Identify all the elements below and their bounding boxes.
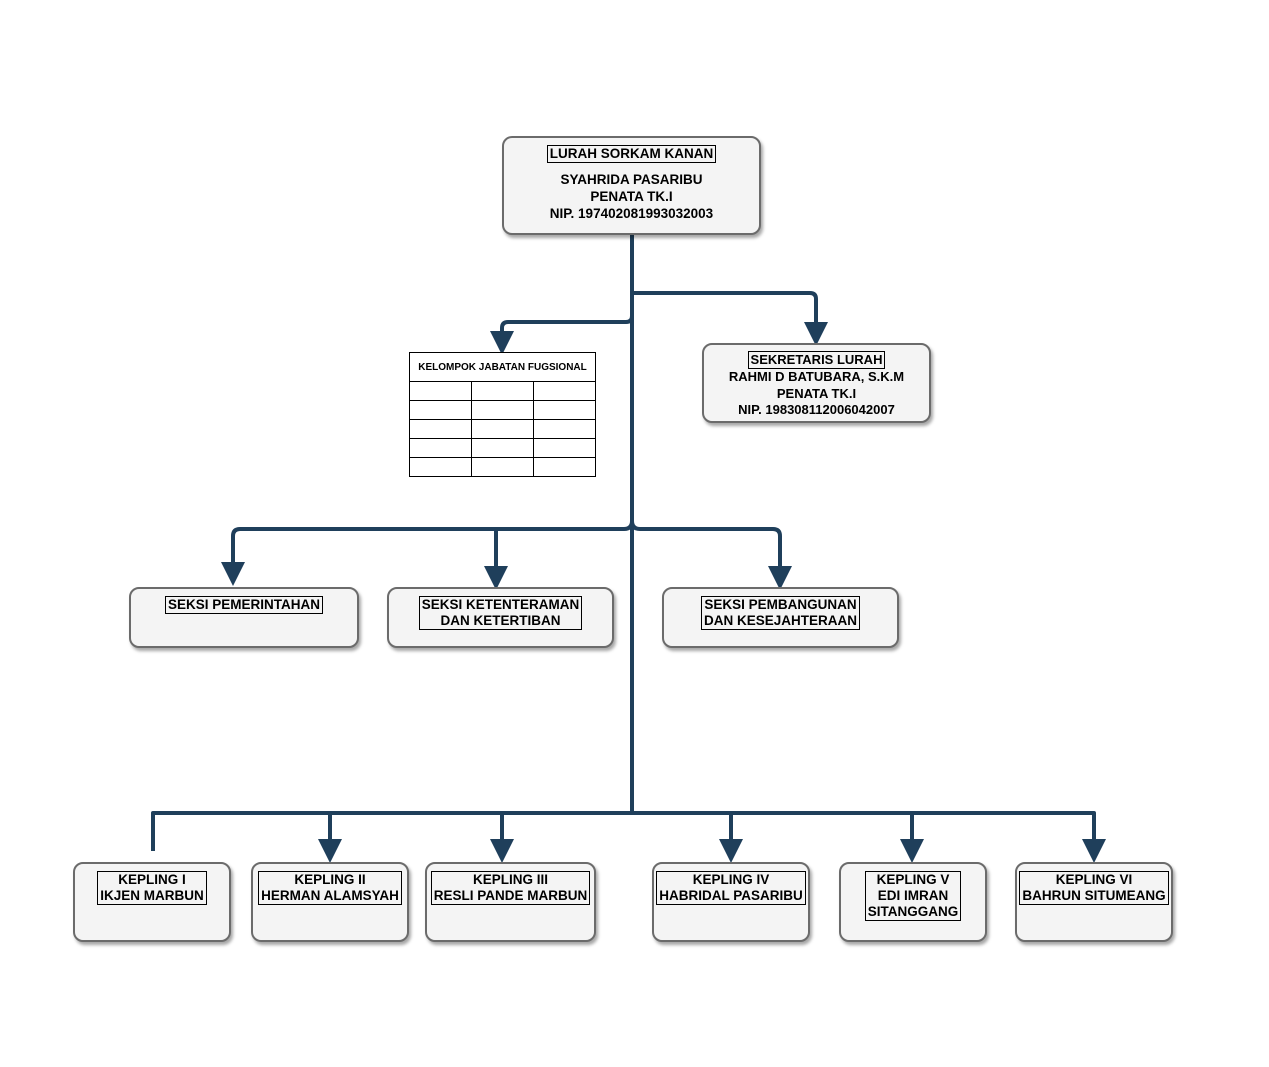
kepling-2-name: HERMAN ALAMSYAH	[261, 888, 399, 903]
lurah-node: LURAH SORKAM KANAN SYAHRIDA PASARIBU PEN…	[502, 136, 761, 235]
kepling-1-title: KEPLING I	[118, 872, 186, 887]
connector-fungsional	[490, 315, 634, 355]
kepling-2-node: KEPLING II HERMAN ALAMSYAH	[251, 862, 409, 942]
fungsional-title: KELOMPOK JABATAN FUGSIONAL	[409, 352, 596, 382]
connector-kepling-bus	[151, 811, 1106, 863]
kepling-3-name: RESLI PANDE MARBUN	[433, 888, 588, 903]
table-row	[409, 419, 597, 439]
seksi-ketenteraman-node: SEKSI KETENTERAMAN DAN KETERTIBAN	[387, 587, 614, 648]
table-row	[409, 400, 597, 420]
kepling-6-title: KEPLING VI	[1055, 872, 1133, 887]
seksi-pembangunan-node: SEKSI PEMBANGUNAN DAN KESEJAHTERAAN	[662, 587, 899, 648]
kepling-6-name: BAHRUN SITUMEANG	[1022, 888, 1166, 903]
sekretaris-rank: PENATA TK.I	[776, 385, 857, 401]
lurah-title: LURAH SORKAM KANAN	[546, 145, 717, 163]
table-row	[409, 381, 597, 401]
connector-seksi-bus	[221, 520, 634, 586]
kepling-3-title: KEPLING III	[472, 872, 548, 887]
sekretaris-name: RAHMI D BATUBARA, S.K.M	[728, 369, 905, 384]
lurah-nip: NIP. 197402081993032003	[549, 206, 714, 221]
lurah-name: SYAHRIDA PASARIBU	[560, 172, 703, 187]
seksi-pemerintahan-node: SEKSI PEMERINTAHAN	[129, 587, 359, 648]
kepling-1-label: KEPLING I IKJEN MARBUN	[97, 871, 207, 905]
kepling-2-title: KEPLING II	[294, 872, 366, 887]
connector-sekretaris	[632, 291, 828, 346]
seksi-ketenteraman-line1: SEKSI KETENTERAMAN	[421, 597, 580, 612]
seksi-pembangunan-line1: SEKSI PEMBANGUNAN	[704, 597, 857, 612]
table-row	[409, 438, 597, 458]
kepling-4-name: HABRIDAL PASARIBU	[659, 888, 803, 903]
kepling-5-label: KEPLING V EDI IMRAN SITANGGANG	[864, 871, 962, 921]
sekretaris-nip: NIP. 198308112006042007	[738, 402, 895, 417]
seksi-ketenteraman-line2: DAN KETERTIBAN	[440, 613, 561, 628]
kepling-4-node: KEPLING IV HABRIDAL PASARIBU	[652, 862, 810, 942]
kepling-5-node: KEPLING V EDI IMRAN SITANGGANG	[839, 862, 987, 942]
connector-seksi-right	[630, 520, 792, 590]
kepling-3-label: KEPLING III RESLI PANDE MARBUN	[430, 871, 591, 905]
kepling-5-name2: SITANGGANG	[867, 904, 959, 919]
kepling-5-name: EDI IMRAN	[877, 888, 949, 903]
sekretaris-title: SEKRETARIS LURAH	[747, 351, 886, 369]
seksi-pembangunan-line2: DAN KESEJAHTERAAN	[703, 613, 857, 628]
kepling-6-node: KEPLING VI BAHRUN SITUMEANG	[1015, 862, 1173, 942]
kepling-1-name: IKJEN MARBUN	[100, 888, 204, 903]
kepling-2-label: KEPLING II HERMAN ALAMSYAH	[258, 871, 402, 905]
sekretaris-node: SEKRETARIS LURAH RAHMI D BATUBARA, S.K.M…	[702, 343, 931, 423]
kepling-6-label: KEPLING VI BAHRUN SITUMEANG	[1019, 871, 1169, 905]
kepling-3-node: KEPLING III RESLI PANDE MARBUN	[425, 862, 596, 942]
table-row	[409, 457, 597, 477]
kepling-4-label: KEPLING IV HABRIDAL PASARIBU	[656, 871, 806, 905]
lurah-rank: PENATA TK.I	[590, 189, 673, 204]
seksi-ketenteraman-label: SEKSI KETENTERAMAN DAN KETERTIBAN	[418, 596, 583, 630]
kepling-4-title: KEPLING IV	[692, 872, 770, 887]
fungsional-table: KELOMPOK JABATAN FUGSIONAL	[409, 352, 597, 477]
seksi-pembangunan-label: SEKSI PEMBANGUNAN DAN KESEJAHTERAAN	[700, 596, 860, 630]
kepling-5-title: KEPLING V	[876, 872, 950, 887]
kepling-1-node: KEPLING I IKJEN MARBUN	[73, 862, 231, 942]
seksi-pemerintahan-label: SEKSI PEMERINTAHAN	[164, 596, 323, 614]
